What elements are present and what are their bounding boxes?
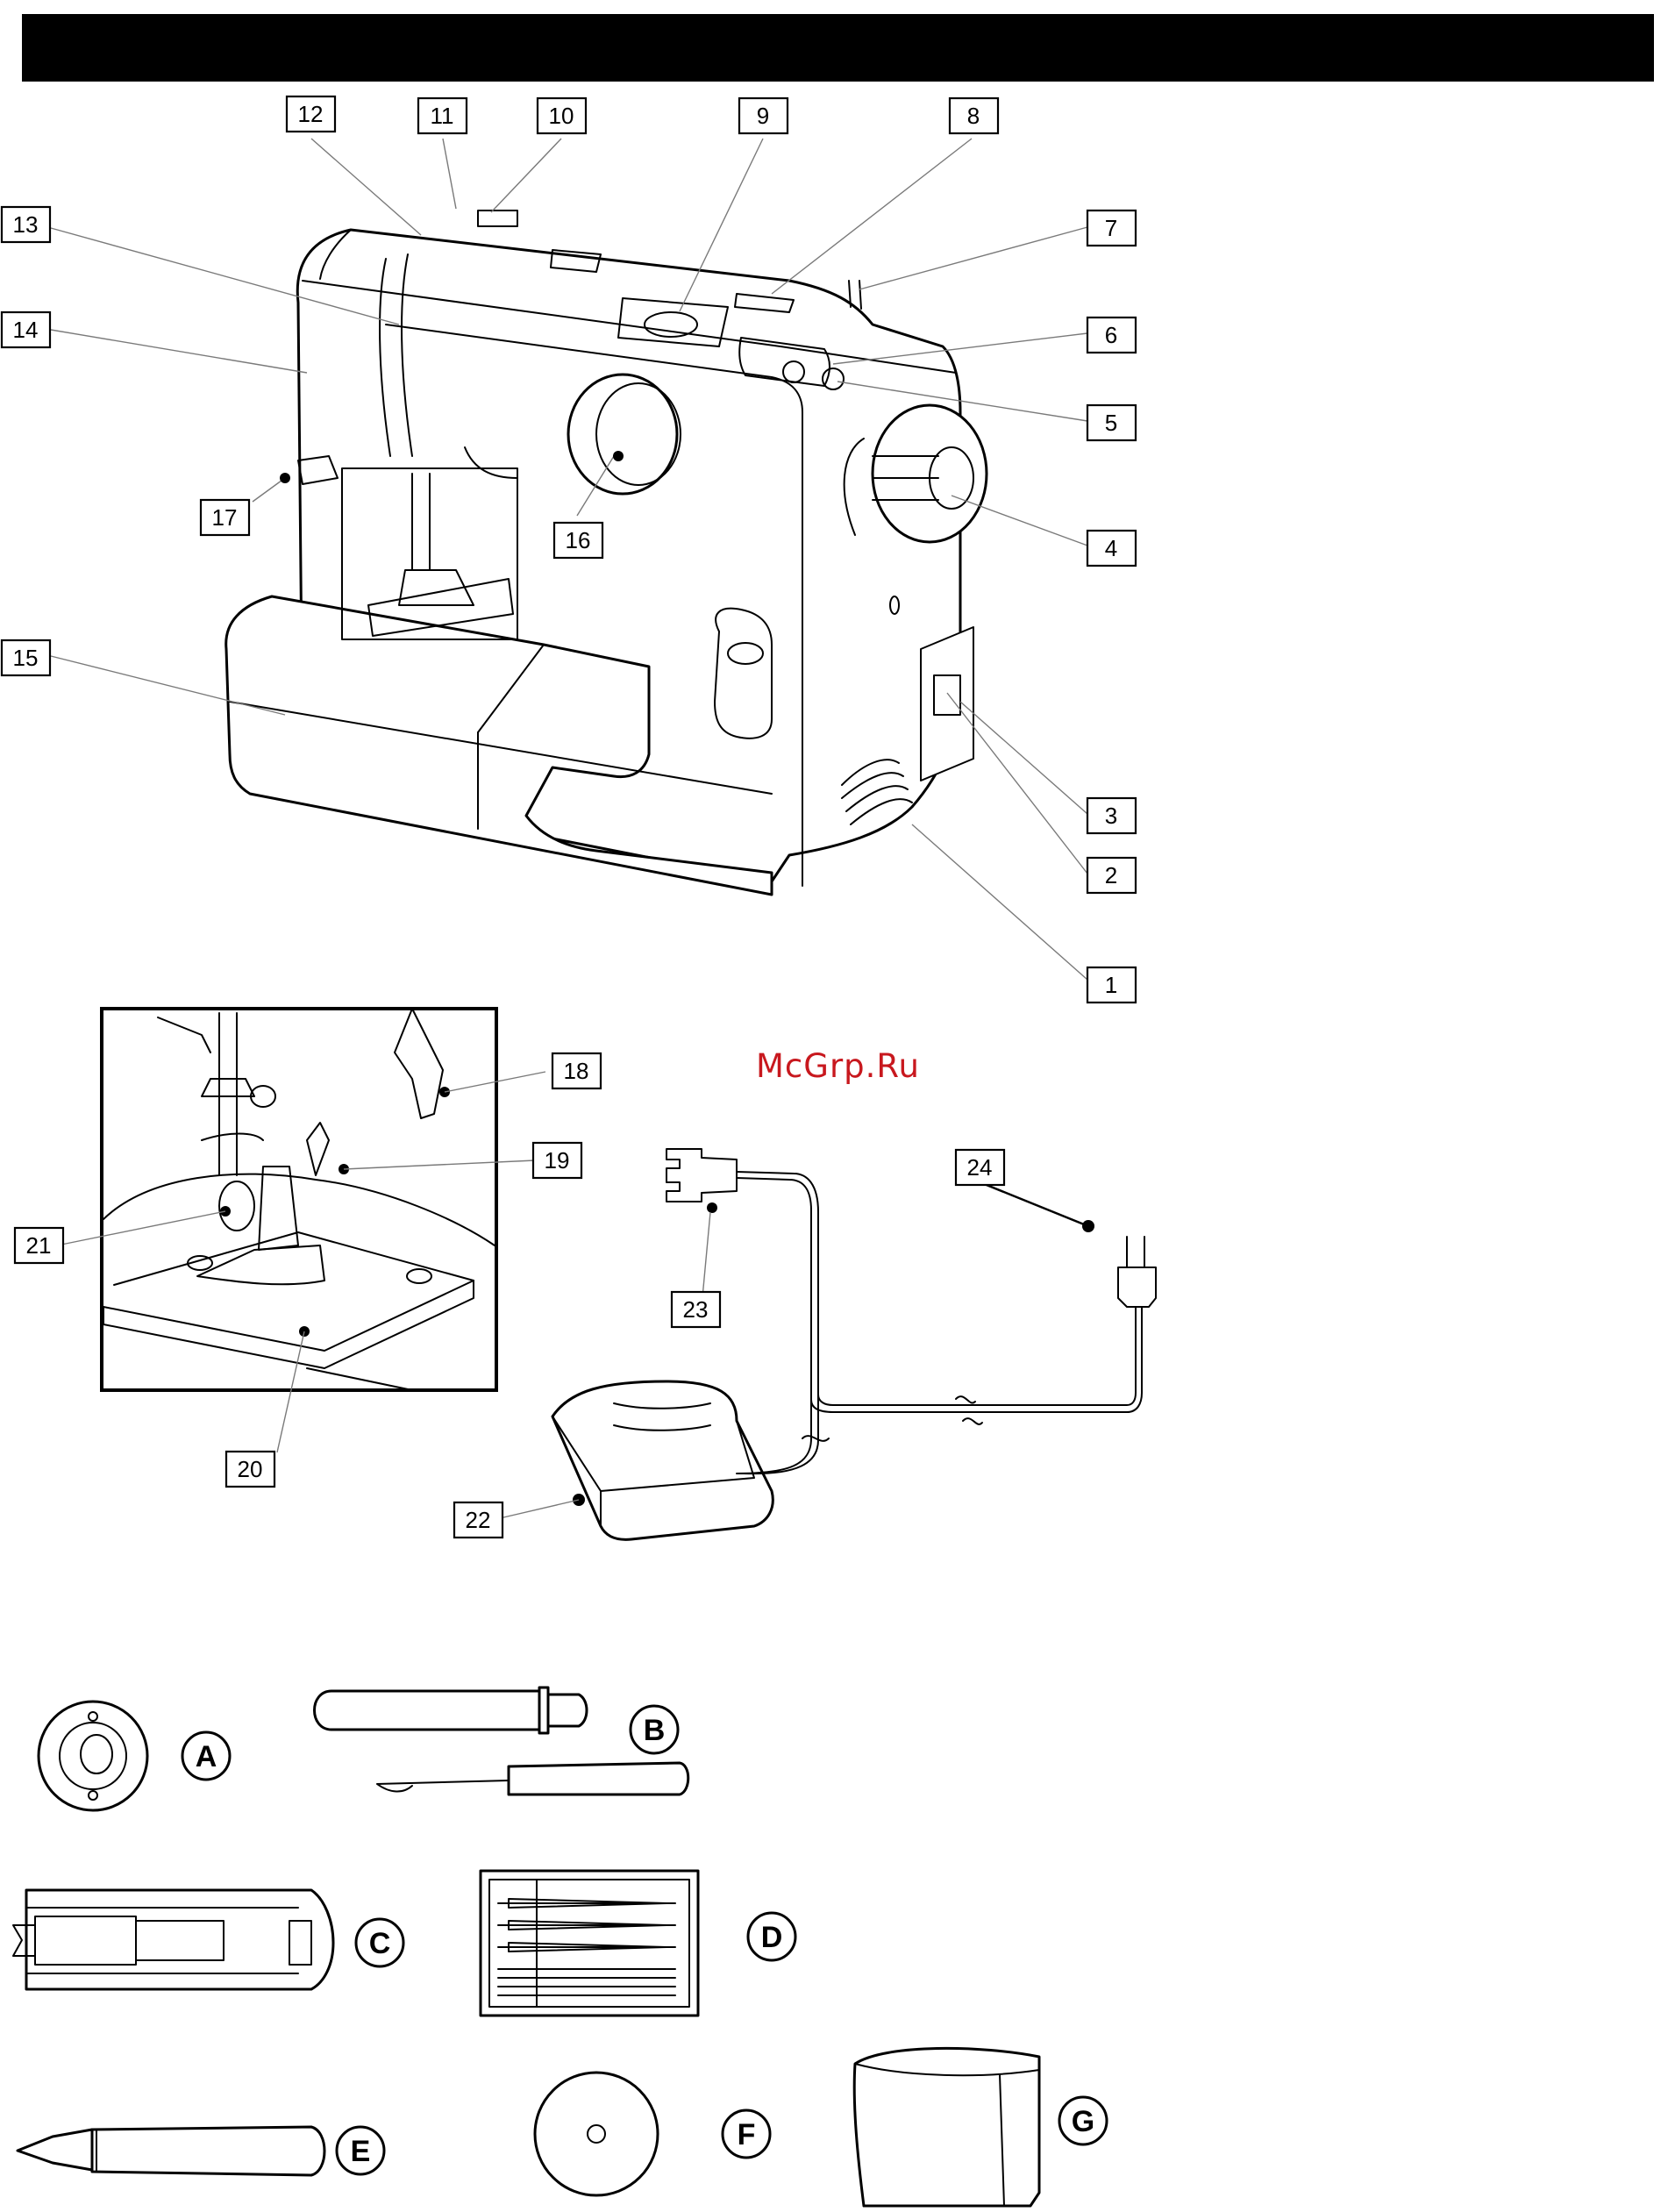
accessory-a-bobbin: [39, 1702, 147, 1810]
label-a: A: [182, 1732, 230, 1780]
callout-19: 19: [533, 1143, 581, 1178]
svg-text:21: 21: [26, 1232, 52, 1259]
label-d: D: [748, 1913, 795, 1960]
callout-24: 24: [956, 1150, 1004, 1185]
callout-5: 5: [1087, 405, 1136, 440]
callout-21: 21: [15, 1228, 63, 1263]
svg-text:17: 17: [212, 504, 238, 531]
svg-text:A: A: [196, 1740, 217, 1773]
svg-text:3: 3: [1105, 803, 1117, 829]
svg-text:D: D: [761, 1921, 783, 1954]
svg-text:C: C: [369, 1927, 391, 1960]
label-g: G: [1059, 2097, 1107, 2144]
accessory-e-screwdriver: [18, 2127, 324, 2175]
callout-23: 23: [672, 1292, 720, 1327]
svg-text:23: 23: [683, 1296, 709, 1323]
callout-8: 8: [950, 98, 998, 133]
sewing-machine-illustration: [226, 210, 987, 895]
svg-text:4: 4: [1105, 535, 1117, 561]
svg-text:20: 20: [238, 1456, 263, 1482]
svg-text:22: 22: [466, 1507, 491, 1533]
callout-14: 14: [2, 312, 50, 347]
svg-text:7: 7: [1105, 215, 1117, 241]
callout-17: 17: [201, 500, 249, 535]
callout-20: 20: [226, 1452, 274, 1487]
svg-text:1: 1: [1105, 972, 1117, 998]
label-c: C: [356, 1919, 403, 1966]
svg-text:11: 11: [431, 103, 454, 129]
foot-controller-and-cord: [552, 1149, 1156, 1539]
callout-4: 4: [1087, 531, 1136, 566]
accessory-g-dust-cover: [854, 2048, 1039, 2206]
svg-text:8: 8: [967, 103, 980, 129]
svg-text:E: E: [351, 2135, 371, 2168]
svg-text:16: 16: [566, 527, 591, 553]
accessory-f-spool-felt: [535, 2073, 658, 2195]
svg-text:2: 2: [1105, 862, 1117, 888]
svg-text:12: 12: [298, 101, 324, 127]
callout-18: 18: [552, 1053, 601, 1088]
svg-text:24: 24: [967, 1154, 993, 1181]
callout-9: 9: [739, 98, 788, 133]
svg-text:10: 10: [549, 103, 574, 129]
accessory-d-needle-pack: [481, 1871, 698, 2016]
accessory-c-presser-foot: [13, 1890, 333, 1989]
callout-16: 16: [554, 523, 602, 558]
label-e: E: [337, 2127, 384, 2174]
callout-7: 7: [1087, 210, 1136, 246]
svg-text:G: G: [1072, 2105, 1094, 2138]
svg-text:15: 15: [13, 645, 39, 671]
presser-foot-closeup: [102, 1009, 496, 1390]
callout-3: 3: [1087, 798, 1136, 833]
callout-12: 12: [287, 96, 335, 132]
svg-text:5: 5: [1105, 410, 1117, 436]
svg-text:19: 19: [545, 1147, 570, 1174]
callout-15: 15: [2, 640, 50, 675]
callout-10: 10: [538, 98, 586, 133]
svg-text:9: 9: [757, 103, 769, 129]
callout-22: 22: [454, 1502, 502, 1538]
svg-text:B: B: [644, 1714, 666, 1747]
callout-11: 11: [418, 98, 467, 133]
callout-6: 6: [1087, 318, 1136, 353]
svg-text:18: 18: [564, 1058, 589, 1084]
svg-text:13: 13: [13, 211, 39, 238]
callout-1: 1: [1087, 967, 1136, 1003]
callout-13: 13: [2, 207, 50, 242]
svg-text:14: 14: [13, 317, 39, 343]
callout-2: 2: [1087, 858, 1136, 893]
svg-text:F: F: [738, 2118, 756, 2151]
watermark: McGrp.Ru: [756, 1047, 920, 1085]
label-b: B: [631, 1706, 678, 1753]
svg-text:6: 6: [1105, 322, 1117, 348]
label-f: F: [723, 2110, 770, 2158]
